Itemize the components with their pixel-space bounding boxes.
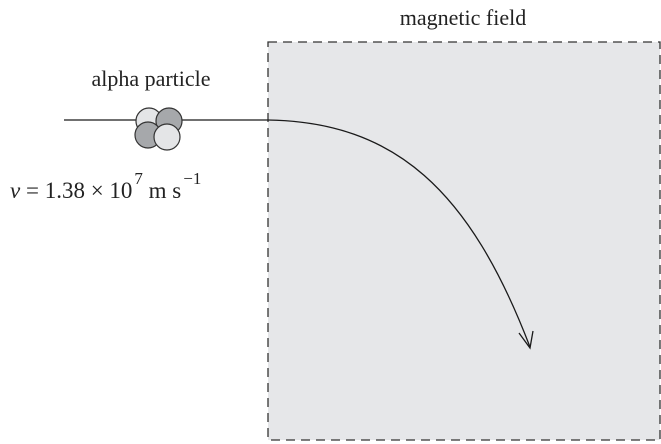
particle-trajectory xyxy=(64,119,531,348)
alpha-particle-icon xyxy=(134,107,183,151)
nucleon-neutron xyxy=(153,123,181,151)
velocity-symbol: v xyxy=(10,178,21,203)
alpha-particle-label: alpha particle xyxy=(91,66,210,91)
velocity-value: = 1.38 × 10 xyxy=(20,178,132,203)
velocity-unit-exponent: −1 xyxy=(183,169,201,188)
velocity-unit: m s xyxy=(143,178,181,203)
magnetic-field-region xyxy=(267,41,661,441)
magnetic-field-label: magnetic field xyxy=(400,5,526,30)
trajectory-arrowhead xyxy=(518,330,534,350)
velocity-exponent: 7 xyxy=(134,169,143,188)
